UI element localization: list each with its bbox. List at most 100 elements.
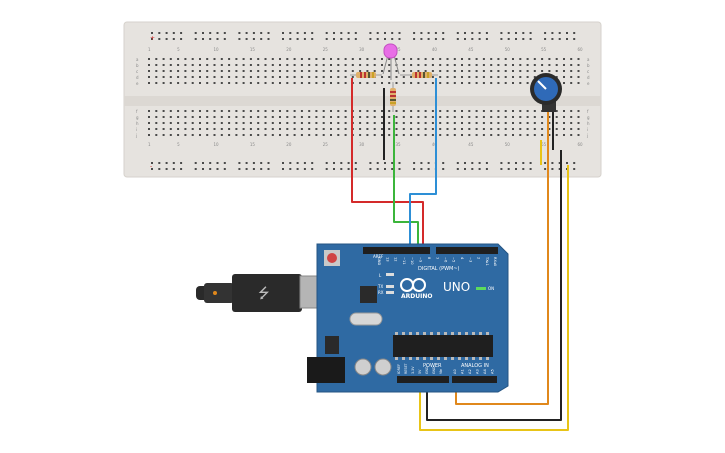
breadboard-row-letter: j bbox=[586, 133, 588, 138]
crystal bbox=[349, 312, 383, 326]
power-jack[interactable] bbox=[307, 357, 345, 383]
breadboard-column-number: 1 bbox=[148, 142, 151, 147]
breadboard-row-letter: h bbox=[136, 121, 139, 126]
digital-pin-label: 12 bbox=[394, 257, 398, 262]
status-leds: L TX RX bbox=[377, 273, 394, 295]
power-pin-label: IOREF bbox=[397, 364, 401, 374]
arduino-logo: ARDUINO UNO bbox=[400, 278, 470, 300]
reset-button[interactable] bbox=[327, 253, 337, 263]
breadboard-row-letter: a bbox=[587, 57, 590, 62]
breadboard-row-letter: f bbox=[136, 109, 138, 114]
breadboard-column-number: 30 bbox=[359, 47, 365, 52]
voltage-regulator bbox=[325, 336, 339, 354]
breadboard-row-letter: h bbox=[587, 121, 590, 126]
led-label-tx: TX bbox=[377, 284, 383, 289]
breadboard-column-number: 40 bbox=[432, 142, 438, 147]
breadboard-column-number: 10 bbox=[214, 142, 220, 147]
wire-green bbox=[393, 115, 419, 250]
breadboard-column-number: 1 bbox=[148, 47, 151, 52]
digital-header-left bbox=[363, 247, 430, 254]
power-label: POWER bbox=[423, 363, 442, 369]
breadboard-row-letter: e bbox=[136, 81, 139, 86]
breadboard-row-letter: i bbox=[587, 127, 588, 132]
digital-pin-label: ~3 bbox=[468, 257, 472, 262]
analog-pin-label: A2 bbox=[468, 369, 472, 374]
breadboard-column-number: 45 bbox=[468, 142, 474, 147]
digital-pin-label: ~5 bbox=[452, 257, 456, 262]
wire-blue bbox=[409, 78, 437, 250]
breadboard-holes bbox=[148, 32, 580, 170]
resistor-right[interactable] bbox=[400, 72, 438, 78]
breadboard-column-number: 10 bbox=[214, 47, 220, 52]
breadboard-column-number: 45 bbox=[468, 47, 474, 52]
breadboard-row-letter: i bbox=[136, 127, 137, 132]
atmega-chip bbox=[393, 335, 493, 357]
breadboard-column-number: 35 bbox=[396, 47, 402, 52]
breadboard-center-channel bbox=[124, 96, 601, 106]
digital-pin-label: GND bbox=[377, 257, 381, 265]
arduino-model: UNO bbox=[443, 280, 470, 294]
power-pin-label: RESET bbox=[404, 362, 408, 374]
breadboard-column-number: 20 bbox=[286, 142, 292, 147]
wires bbox=[351, 78, 569, 431]
led-label-rx: RX bbox=[378, 290, 384, 295]
breadboard-column-number: 5 bbox=[177, 142, 180, 147]
breadboard-column-number: 30 bbox=[359, 142, 365, 147]
breadboard-column-number: 50 bbox=[505, 47, 511, 52]
atmega-chip-pins bbox=[395, 332, 489, 360]
breadboard-row-letter: c bbox=[587, 69, 589, 74]
digital-pin-label: TX▸1 bbox=[485, 256, 489, 266]
analog-pin-label: A4 bbox=[483, 369, 487, 374]
wire-yellow bbox=[419, 165, 569, 431]
rail-plus-label: + bbox=[150, 35, 155, 42]
wire-black-gnd bbox=[426, 150, 562, 421]
power-header bbox=[397, 376, 449, 383]
breadboard-column-number: 5 bbox=[177, 47, 180, 52]
breadboard-column-number: 15 bbox=[250, 47, 256, 52]
aref-label: AREF bbox=[373, 254, 384, 259]
usb-chip bbox=[360, 286, 377, 303]
resistor-left[interactable] bbox=[350, 72, 382, 78]
analog-header bbox=[452, 376, 497, 383]
breadboard-row-letter: j bbox=[135, 133, 137, 138]
breadboard-row-letter: a bbox=[136, 57, 139, 62]
analog-pin-label: A5 bbox=[491, 369, 495, 374]
led-label-l: L bbox=[379, 273, 382, 278]
resistor-middle[interactable] bbox=[390, 82, 396, 112]
digital-pin-label: 8 bbox=[427, 257, 431, 260]
led-dome bbox=[383, 43, 398, 59]
breadboard-column-number: 55 bbox=[541, 142, 547, 147]
breadboard-row-letter: e bbox=[587, 81, 590, 86]
capacitor-left bbox=[354, 358, 372, 376]
digital-pin-label: ~10 bbox=[410, 257, 414, 265]
analog-label: ANALOG IN bbox=[461, 363, 489, 369]
rail-minus-label: - bbox=[150, 163, 152, 170]
breadboard-column-number: 60 bbox=[578, 142, 584, 147]
digital-pin-label: ~9 bbox=[419, 257, 423, 263]
power-pin-label: Vin bbox=[439, 369, 443, 374]
rgb-led[interactable] bbox=[382, 43, 400, 80]
analog-pin-label: A1 bbox=[461, 369, 465, 374]
digital-pin-label: ~6 bbox=[443, 257, 447, 263]
power-pin-label: GND bbox=[432, 366, 436, 374]
breadboard-column-number: 25 bbox=[323, 47, 329, 52]
digital-header-right bbox=[436, 247, 498, 254]
analog-pin-label: A3 bbox=[476, 369, 480, 374]
potentiometer[interactable] bbox=[530, 73, 562, 112]
breadboard-column-number: 20 bbox=[286, 47, 292, 52]
breadboard-column-number: 55 bbox=[541, 47, 547, 52]
digital-pin-label: 4 bbox=[460, 257, 464, 260]
breadboard-column-number: 50 bbox=[505, 142, 511, 147]
digital-pin-label: 7 bbox=[435, 257, 439, 259]
digital-label: DIGITAL (PWM~) bbox=[418, 266, 460, 272]
breadboard-row-letter: g bbox=[136, 115, 139, 120]
breadboard-row-letter: b bbox=[136, 63, 139, 68]
digital-pin-label: ~11 bbox=[402, 257, 406, 265]
digital-pin-label: 2 bbox=[477, 257, 481, 259]
arduino-brand: ARDUINO bbox=[401, 293, 432, 300]
